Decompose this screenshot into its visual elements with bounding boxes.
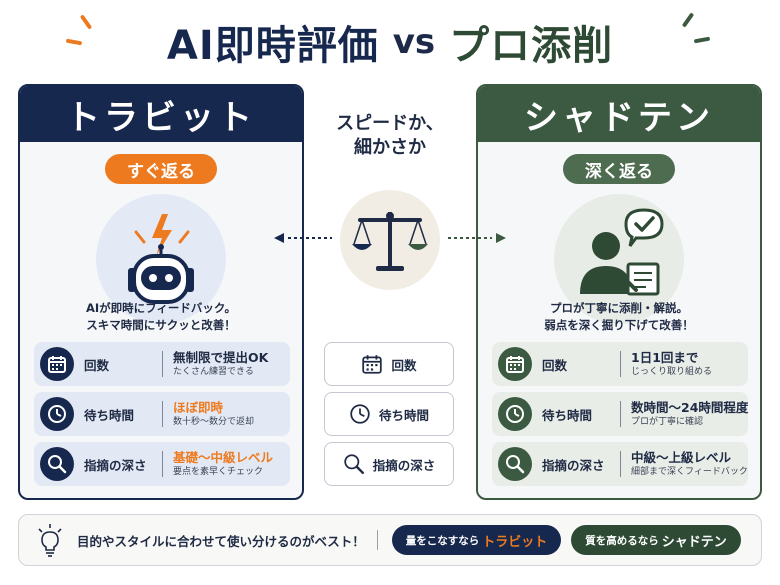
row-value: 中級〜上級レベル 細部まで深くフィードバック [621,450,748,478]
center-question: スピードか、 細かさか [310,112,470,160]
robot-hero [96,194,226,324]
btn-prefix: 質を高めるなら [585,534,659,547]
center-row-label: 回数 [391,357,417,373]
row-label: 待ち時間 [84,407,135,423]
row-sub: 要点を素早くチェック [173,467,264,477]
row-wait: 待ち時間 ほぼ即時 数十秒〜数分で返却 [34,392,290,436]
row-label: 回数 [542,357,568,373]
calendar-icon [498,347,532,381]
scale-hero [340,190,440,290]
center-row-label: 待ち時間 [378,407,429,423]
desc-line: AIが即時にフィードバック。 [85,301,237,315]
btn-highlight: シャドテン [661,534,727,550]
row-count: 回数 1日1回まで じっくり取り組める [492,342,748,386]
row-value: 無制限で提出OK たくさん練習できる [163,350,268,378]
question-line: 細かさか [354,137,426,158]
title-vs: vs [392,22,436,62]
divider [620,401,621,427]
pill-fast: すぐ返る [105,154,217,184]
row-sub: じっくり取り組める [631,367,713,377]
panel-travit: トラビット すぐ返る AIが即時にフィードバック。 スキマ時間にサクッと改善！ … [18,84,304,500]
row-main: ほぼ即時 [173,400,224,415]
robot-icon [128,214,194,304]
btn-prefix: 量をこなすなら [405,534,480,547]
reviewer-icon [580,208,664,296]
row-value: 基礎〜中級レベル 要点を素早くチェック [163,450,273,478]
panel-travit-header: トラビット [20,86,302,142]
row-main: 1日1回まで [631,350,699,365]
calendar-icon [362,355,383,374]
row-value: 数時間〜24時間程度 プロが丁寧に確認 [621,400,748,428]
clock-icon [40,397,74,431]
row-label: 指摘の深さ [84,457,147,473]
row-depth: 指摘の深さ 中級〜上級レベル 細部まで深くフィードバック [492,442,748,486]
center-row-depth: 指摘の深さ [324,442,454,486]
divider [620,451,621,477]
arrow-left-icon [274,233,332,243]
panel-shadoten: シャドテン 深く返る プロが丁寧に添削・解説。 弱点を深く掘り下げて改善！ 回数… [476,84,762,500]
divider [162,351,163,377]
row-sub: たくさん練習できる [173,367,254,377]
magnifier-icon [498,447,532,481]
row-label: 指摘の深さ [542,457,605,473]
panel-shadoten-header: シャドテン [478,86,760,142]
calendar-icon [40,347,74,381]
row-value: ほぼ即時 数十秒〜数分で返却 [163,400,254,428]
row-sub: 細部まで深くフィードバック [631,467,748,477]
row-main: 基礎〜中級レベル [173,450,274,465]
row-main: 無制限で提出OK [173,350,269,365]
desc-line: プロが丁寧に添削・解説。 [550,301,688,315]
center-row-label: 指摘の深さ [372,457,436,473]
center-row-wait: 待ち時間 [324,392,454,436]
row-sub: 数十秒〜数分で返却 [173,417,255,427]
row-main: 中級〜上級レベル [631,450,732,465]
divider [620,351,621,377]
panel-travit-desc: AIが即時にフィードバック。 スキマ時間にサクッと改善！ [20,300,302,334]
question-line: スピードか、 [336,113,444,134]
magnifier-icon [344,454,364,475]
row-sub: プロが丁寧に確認 [631,417,704,427]
arrow-right-icon [448,233,506,243]
row-depth: 指摘の深さ 基礎〜中級レベル 要点を素早くチェック [34,442,290,486]
row-count: 回数 無制限で提出OK たくさん練習できる [34,342,290,386]
desc-line: スキマ時間にサクッと改善！ [86,318,236,332]
row-value: 1日1回まで じっくり取り組める [621,350,712,378]
btn-highlight: トラビット [482,534,548,550]
lightbulb-icon [38,524,62,557]
clock-icon [498,397,532,431]
magnifier-icon [40,447,74,481]
title-right: プロ添削 [449,23,614,69]
desc-line: 弱点を深く掘り下げて改善！ [544,318,694,332]
clock-icon [350,404,370,424]
row-label: 回数 [84,357,110,373]
pill-deep: 深く返る [563,154,675,184]
scale-icon [352,212,428,271]
row-main: 数時間〜24時間程度 [631,400,749,415]
center-row-count: 回数 [324,342,454,386]
reviewer-hero [554,194,684,324]
row-wait: 待ち時間 数時間〜24時間程度 プロが丁寧に確認 [492,392,748,436]
travit-recommend-button[interactable]: 量をこなすなら トラビット [391,525,562,555]
divider [162,401,163,427]
title-left: AI即時評価 [166,23,379,69]
divider [376,530,378,550]
panel-shadoten-desc: プロが丁寧に添削・解説。 弱点を深く掘り下げて改善！ [478,300,760,334]
shadoten-recommend-button[interactable]: 質を高めるなら シャドテン [571,525,741,555]
footer-text: 目的やスタイルに合わせて使い分けるのがベスト！ [77,533,365,549]
divider [162,451,163,477]
footer-banner: 目的やスタイルに合わせて使い分けるのがベスト！ 量をこなすなら トラビット 質を… [18,514,762,566]
page-title: AI即時評価 vs プロ添削 [0,14,780,70]
row-label: 待ち時間 [542,407,593,423]
